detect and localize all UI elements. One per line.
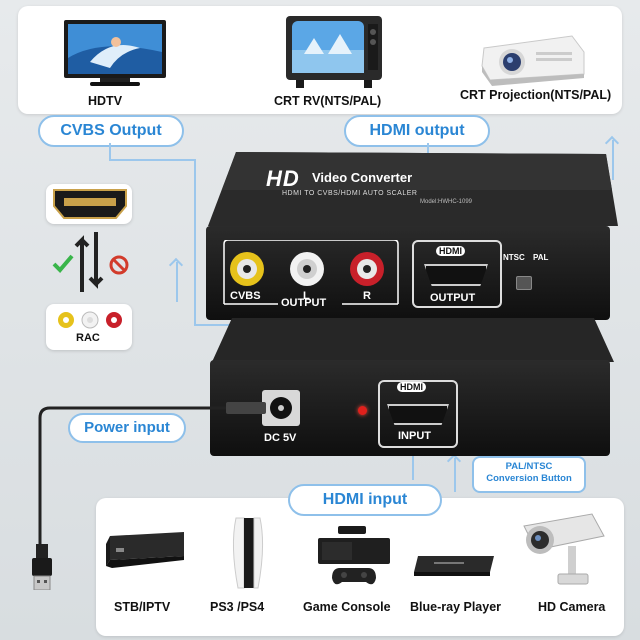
- rac-label: RAC: [76, 332, 100, 344]
- hdmi-output-callout: HDMI output: [344, 115, 490, 147]
- device-label-bluray: Blue-ray Player: [410, 600, 502, 614]
- product-subtitle: HDMI TO CVBS/HDMI AUTO SCALER: [282, 190, 418, 197]
- game-console-tower-icon: [232, 517, 264, 589]
- model-number: Model:HWHC-1099: [420, 199, 473, 205]
- rca-plugs-icon: [58, 311, 122, 329]
- brand-logo: HD: [266, 166, 300, 191]
- pal-ntsc-callout: PAL/NTSC Conversion Button: [472, 456, 586, 493]
- device-label-crt-tv: CRT RV(NTS/PAL): [274, 94, 382, 108]
- power-led: [358, 406, 367, 415]
- hdmi-input-label: INPUT: [398, 430, 431, 442]
- audio-left-label: L: [303, 290, 310, 302]
- cvbs-jack-label: CVBS: [230, 290, 261, 302]
- set-top-box-icon: [106, 532, 184, 568]
- cvbs-jack: [230, 252, 264, 286]
- converter-top-surface: [208, 152, 618, 226]
- hdmi-input-port: [387, 404, 449, 425]
- hdmi-plug-icon: [53, 189, 127, 219]
- device-label-ps: PS3 /PS4: [210, 600, 265, 614]
- hdmi-output-port: [424, 264, 488, 286]
- bidirectional-arrows-icon: [74, 232, 104, 292]
- up-arrow-left: [176, 262, 178, 302]
- bluray-player-icon: [414, 556, 494, 576]
- device-label-hd-camera: HD Camera: [538, 600, 606, 614]
- cvbs-output-callout: CVBS Output: [38, 115, 184, 147]
- projector-icon: [481, 35, 585, 86]
- audio-left-jack: [290, 252, 324, 286]
- forbidden-icon: [109, 255, 129, 275]
- power-cable: [38, 402, 266, 546]
- security-camera-icon: [523, 513, 605, 585]
- device-label-projector: CRT Projection(NTS/PAL): [460, 88, 612, 102]
- input-devices-panel: [96, 498, 624, 636]
- crt-tv-icon: [286, 16, 382, 88]
- hdtv-icon: [64, 20, 166, 86]
- device-label-game-console: Game Console: [303, 600, 391, 614]
- up-arrow-bottom: [454, 458, 456, 492]
- hdmi-output-label: OUTPUT: [430, 292, 476, 304]
- converter-back-top-surface: [212, 318, 614, 362]
- audio-right-jack: [350, 252, 384, 286]
- dc-label: DC 5V: [264, 432, 297, 444]
- output-bracket: [223, 240, 399, 305]
- power-input-callout: Power input: [68, 413, 186, 443]
- device-label-hdtv: HDTV: [88, 94, 123, 108]
- hdmi-output-tag: HDMI: [436, 246, 465, 256]
- usb-plug-icon: [32, 544, 52, 590]
- hdmi-input-callout: HDMI input: [288, 484, 442, 516]
- check-icon: [52, 254, 74, 273]
- audio-right-label: R: [363, 290, 371, 302]
- ntsc-label: NTSC: [503, 253, 525, 262]
- hdmi-input-tag: HDMI: [397, 382, 426, 392]
- hdmi-input-port-frame: [378, 380, 458, 448]
- pal-label: PAL: [533, 253, 549, 262]
- ntsc-pal-switch[interactable]: [516, 276, 532, 290]
- product-title: Video Converter: [312, 170, 413, 185]
- up-arrow-right: [612, 140, 614, 180]
- device-label-stb: STB/IPTV: [114, 600, 171, 614]
- xbox-console-icon: [318, 526, 390, 585]
- output-group-label: OUTPUT: [281, 297, 327, 309]
- dc-power-port: [262, 390, 300, 426]
- hdmi-output-port-frame: [412, 240, 502, 308]
